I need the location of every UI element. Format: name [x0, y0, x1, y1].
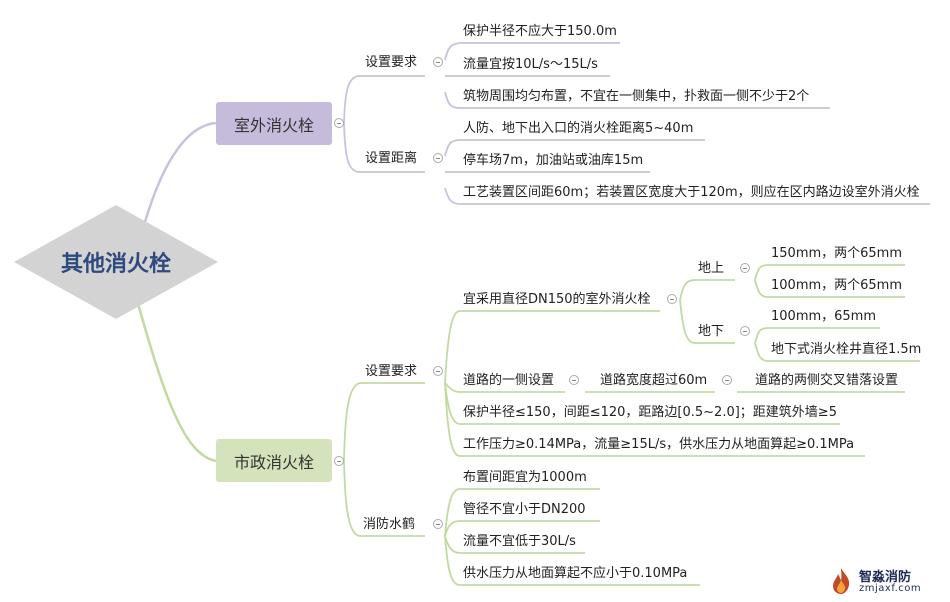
crane-label[interactable]: 消防水鹤	[363, 517, 416, 532]
root-node[interactable]: 其他消火栓	[14, 205, 218, 319]
topic-municipal-hydrant[interactable]: 市政消火栓	[216, 439, 332, 482]
outdoor-dist-item[interactable]: 工艺装置区间距60m；若装置区宽度大于120m，则应在区内路边设室外消火栓	[463, 185, 920, 200]
logo-url: zmjaxf.com	[859, 583, 922, 594]
topic-municipal-label: 市政消火栓	[233, 452, 314, 472]
collapse-icon[interactable]	[433, 519, 443, 529]
collapse-icon[interactable]	[334, 118, 344, 128]
logo-name: 智淼消防	[859, 570, 912, 585]
above-ground-item[interactable]: 150mm，两个65mm	[771, 246, 903, 261]
collapse-icon[interactable]	[433, 57, 443, 67]
below-ground-item[interactable]: 地下式消火栓井直径1.5m	[771, 342, 922, 357]
road-width-label[interactable]: 道路宽度超过60m	[600, 373, 708, 388]
municipal-req-item[interactable]: 保护半径≤150，间距≤120，距路边[0.5~2.0]；距建筑外墙≥5	[463, 405, 837, 420]
below-ground-item[interactable]: 100mm，65mm	[771, 309, 877, 324]
crane-item[interactable]: 布置间距宜为1000m	[463, 470, 587, 485]
outdoor-req-item[interactable]: 筑物周围均匀布置，不宜在一侧集中，扑救面一侧不少于2个	[463, 89, 810, 104]
outdoor-req-item[interactable]: 保护半径不应大于150.0m	[463, 24, 617, 39]
road-one-side-label[interactable]: 道路的一侧设置	[463, 373, 555, 388]
topic-outdoor-hydrant[interactable]: 室外消火栓	[216, 102, 332, 145]
outdoor-req-label[interactable]: 设置要求	[365, 55, 418, 70]
above-ground-item[interactable]: 100mm，两个65mm	[771, 278, 903, 293]
fire-logo-icon	[833, 568, 850, 594]
collapse-icon[interactable]	[433, 153, 443, 163]
outdoor-dist-item[interactable]: 停车场7m，加油站或油库15m	[463, 153, 644, 168]
collapse-icon[interactable]	[433, 366, 443, 376]
brand-logo: 智淼消防 zmjaxf.com	[826, 566, 926, 596]
above-ground-label[interactable]: 地上	[698, 261, 725, 276]
road-two-sides-label[interactable]: 道路的两侧交叉错落设置	[755, 373, 899, 388]
collapse-icon[interactable]	[740, 263, 750, 273]
root-diamond-shape	[14, 205, 218, 319]
municipal-req-item[interactable]: 工作压力≥0.14MPa，流量≥15L/s，供水压力从地面算起≥0.1MPa	[463, 437, 855, 452]
outdoor-dist-item[interactable]: 人防、地下出入口的消火栓距离5~40m	[463, 121, 694, 136]
municipal-req-label[interactable]: 设置要求	[365, 364, 418, 379]
crane-item[interactable]: 管径不宜小于DN200	[463, 502, 586, 517]
collapse-icon[interactable]	[569, 375, 579, 385]
collapse-icon[interactable]	[334, 456, 344, 466]
outdoor-req-item[interactable]: 流量宜按10L/s～15L/s	[463, 57, 598, 72]
root-title: 其他消火栓	[60, 252, 171, 277]
crane-item[interactable]: 供水压力从地面算起不应小于0.10MPa	[463, 566, 688, 581]
outdoor-dist-label[interactable]: 设置距离	[365, 151, 418, 166]
collapse-icon[interactable]	[667, 294, 677, 304]
collapse-icon[interactable]	[722, 375, 732, 385]
below-ground-label[interactable]: 地下	[698, 324, 725, 339]
topic-outdoor-label: 室外消火栓	[233, 115, 314, 135]
dn150-label[interactable]: 宜采用直径DN150的室外消火栓	[463, 292, 651, 307]
crane-item[interactable]: 流量不宜低于30L/s	[463, 534, 576, 549]
collapse-icon[interactable]	[740, 326, 750, 336]
